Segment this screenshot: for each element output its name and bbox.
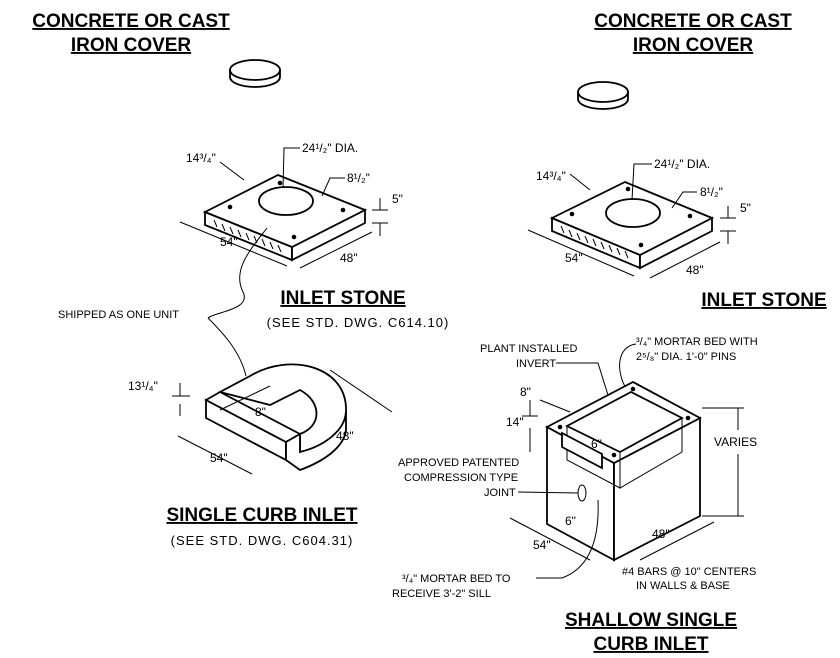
left-inlet-stone-title: INLET STONE [280, 288, 405, 309]
right-dim-thick-lines [720, 206, 736, 244]
shallow-curb-inlet-title-line2: CURB INLET [593, 634, 708, 655]
left-dim-thick: 5" [392, 192, 403, 206]
left-inlet-dim-depth: 48" [336, 429, 354, 443]
single-curb-inlet-ref: (SEE STD. DWG. C604.31) [171, 533, 354, 548]
right-dim-dia: 24¹/₂" DIA. [654, 157, 710, 171]
left-inlet-dim-height-lines [172, 383, 190, 416]
left-cover-title-line2: IRON COVER [71, 35, 192, 56]
right-dim-depth: 48" [686, 263, 704, 277]
joint-note-line1: APPROVED PATENTED [398, 457, 519, 469]
shipped-note-leader [207, 227, 268, 377]
plant-installed-note-line2: INVERT [516, 358, 556, 370]
left-inlet-stone-slab [202, 174, 368, 262]
joint-note-line3: JOINT [484, 487, 516, 499]
right-inlet-stone-slab [549, 181, 715, 270]
plant-installed-note-line1: PLANT INSTALLED [480, 343, 577, 355]
left-inlet-dim-width: 54" [210, 451, 228, 465]
right-cover-title-line2: IRON COVER [633, 35, 754, 56]
left-inlet-dim-inner: 8" [255, 405, 266, 419]
left-dim-width-line [179, 221, 288, 267]
right-dim-6a: 6" [591, 437, 602, 451]
mortar-sill-note-line1: ³/₄" MORTAR BED TO [402, 573, 511, 585]
right-dim-54: 54" [533, 538, 551, 552]
left-dim-leader-edge [321, 177, 345, 197]
right-dim-8: 8" [520, 385, 531, 399]
right-dim-width: 54" [565, 251, 583, 265]
mortar-sill-leader [536, 499, 599, 579]
right-dim-leader-side [569, 173, 591, 191]
joint-note-line2: COMPRESSION TYPE [404, 472, 518, 484]
left-inlet-dim-height: 13¹/₄" [128, 379, 158, 393]
right-dim-edge: 8¹/₂" [700, 185, 723, 199]
right-dim-14: 14" [506, 415, 524, 429]
left-dim-leader-side [219, 161, 245, 181]
left-dim-width: 54" [220, 235, 238, 249]
left-cover-disc [229, 59, 281, 88]
right-dim-6b: 6" [565, 514, 576, 528]
right-dim-48: 48" [652, 527, 670, 541]
right-dim-side: 14³/₄" [536, 169, 566, 183]
shallow-curb-inlet-title-line1: SHALLOW SINGLE [565, 610, 737, 631]
left-inlet-stone-ref: (SEE STD. DWG. C614.10) [267, 315, 450, 330]
right-inlet-stone-title: INLET STONE [701, 290, 826, 311]
joint-note-leader [517, 491, 579, 494]
single-curb-inlet-u-shape [204, 363, 347, 472]
shallow-curb-inlet-box [545, 380, 702, 562]
right-dim-varies-lines [702, 407, 744, 517]
mortar-bed-pins-note-line2: 2⁵/₈" DIA. 1'-0" PINS [636, 351, 736, 363]
left-dim-side: 14³/₄" [186, 151, 216, 165]
right-dim-depth-line [649, 241, 721, 279]
mortar-bed-pins-note-line1: ³/₄" MORTAR BED WITH [636, 336, 758, 348]
right-dim-varies: VARIES [714, 435, 757, 449]
right-dim-leader-dia [631, 163, 652, 201]
right-dim-54-line [509, 517, 591, 561]
left-dim-leader-dia [282, 147, 300, 189]
right-cover-title-line1: CONCRETE OR CAST [594, 11, 792, 32]
right-dim-leader-edge [671, 191, 697, 209]
left-cover-title-line1: CONCRETE OR CAST [32, 11, 230, 32]
right-cover-disc [577, 81, 629, 110]
left-dim-dia: 24¹/₂" DIA. [302, 141, 358, 155]
single-curb-inlet-title: SINGLE CURB INLET [166, 505, 357, 526]
right-dim-thick: 5" [740, 201, 751, 215]
right-dim-8-line [539, 399, 571, 413]
left-dim-depth-line [299, 231, 373, 269]
left-inlet-dim-depth-line [329, 369, 393, 413]
right-dim-14-lines [522, 400, 538, 452]
right-dim-width-line [527, 229, 635, 277]
bars-note-line1: #4 BARS @ 10" CENTERS [622, 566, 756, 578]
left-dim-thick-lines [372, 198, 388, 236]
shipped-as-one-unit-note: SHIPPED AS ONE UNIT [58, 309, 179, 321]
bars-note-line2: IN WALLS & BASE [636, 580, 730, 592]
mortar-sill-note-line2: RECEIVE 3'-2" SILL [392, 588, 491, 600]
left-dim-depth: 48" [340, 251, 358, 265]
left-inlet-dim-width-line [177, 435, 253, 475]
right-dim-48-line [639, 521, 715, 561]
left-dim-edge: 8¹/₂" [347, 171, 370, 185]
